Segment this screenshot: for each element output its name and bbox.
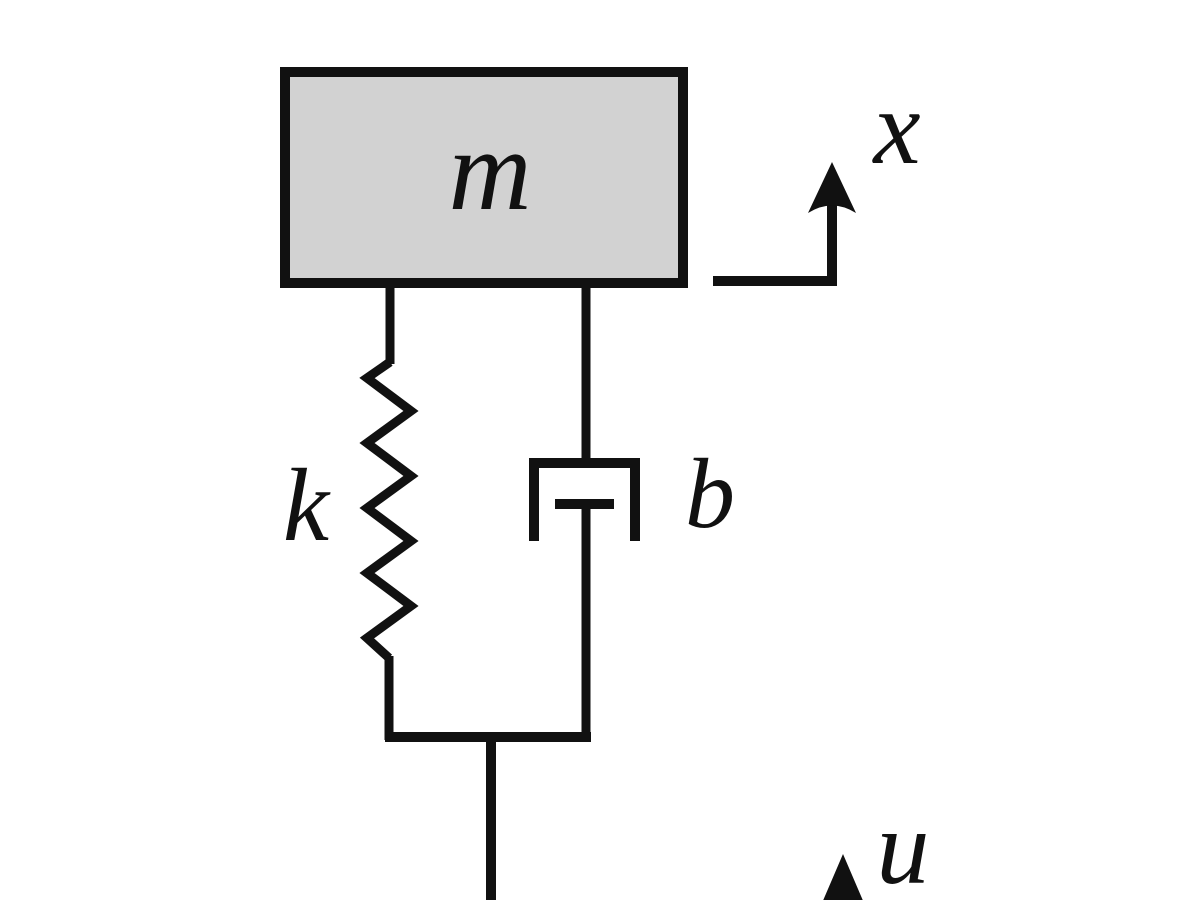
spring-label: k [283,448,331,563]
schematic-strokes [280,67,837,900]
spring-coil [359,358,419,662]
damper-cylinder [529,458,640,541]
displacement-label: x [871,69,920,186]
input-label: u [877,789,930,900]
mass-block [280,67,688,288]
arrowheads [808,162,863,900]
mass-label: m [448,107,531,234]
labels: m k b x u [283,69,930,900]
x-arrow-icon [808,162,856,213]
u-arrow-icon [823,854,863,900]
damper-label: b [685,438,735,549]
x-axis-reference-line [713,202,837,286]
